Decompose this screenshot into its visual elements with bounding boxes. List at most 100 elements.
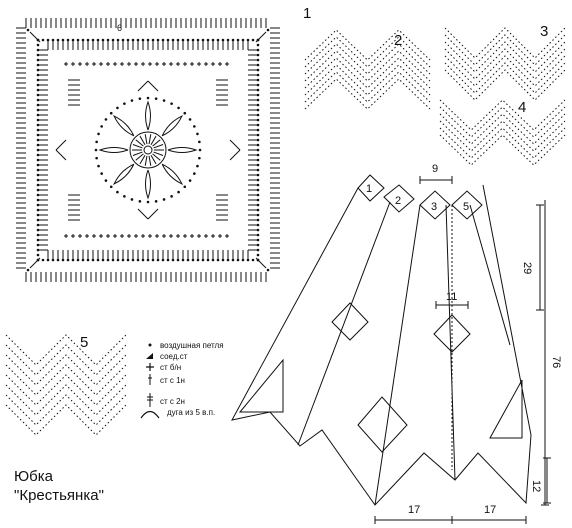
chain-dot [66,38,70,42]
plus-icon [146,363,154,371]
chain-dot [256,48,260,52]
chain-dot [36,213,40,217]
flower-ring-dot [123,195,126,198]
chain-dot [56,38,60,42]
stitch-row [439,113,566,145]
side-chevron [137,208,159,220]
chain-dot [256,93,260,97]
chain-dot [256,243,260,247]
corner-dot [26,28,30,32]
chain-dot [156,38,160,42]
chain-dot [251,258,255,262]
chain-dot [116,258,120,262]
stitch-row [5,384,127,416]
waist-diamond-1 [357,174,385,202]
chain-dot [36,218,40,222]
corner-dot [26,268,30,272]
chain-dot [201,258,205,262]
center-spoke [150,135,157,146]
flower-ring-dot [109,111,113,115]
stitch-row [304,78,431,110]
panel-seam-right [445,204,456,481]
panel-seam-left [297,201,391,446]
chevron-stroke [229,149,241,161]
flower-ring-dot [193,125,196,128]
chain-dot [36,193,40,197]
chain-dot [206,258,210,262]
chain-dot [86,38,90,42]
corner-stitch [255,257,267,269]
chain-dot [201,38,205,42]
chain-dot [226,38,230,42]
flower-ring-dot [97,132,100,136]
chevron-stroke [137,80,149,92]
chain-dot [36,148,40,152]
flower-petal [161,115,183,137]
square-motif [16,18,280,282]
chain-dot [36,163,40,167]
flower-ring-dot [188,179,192,182]
chevron-stroke [55,139,67,151]
chain-dot [36,123,40,127]
chain-dot [176,258,180,262]
chain-dot [256,148,260,152]
stitch-row [5,374,127,406]
single-crochet-bar-icon [148,374,152,385]
chain-dot [96,38,100,42]
motif-5-label: 5 [80,334,88,351]
waist-diamond-3 [419,190,451,220]
chain-dot [126,38,130,42]
flower-ring-dot [183,111,187,115]
flower-center-ring [129,131,167,169]
chain-dot [66,258,70,262]
stitch-row [444,27,566,59]
chain-dot [256,73,260,77]
chain-dot [256,203,260,207]
stitch-row [439,127,566,159]
dimension-lines [374,176,551,524]
waist-diamond-5 [451,190,483,220]
chain-dot [36,203,40,207]
hem-triangle-right [489,379,523,439]
flower-petal [113,163,135,185]
chain-dot [226,258,230,262]
dim-line-top [419,176,453,184]
chain-dot [256,138,260,142]
legend-item-dc: ст с 1н [148,374,185,385]
stitch-row [444,34,566,66]
chain-dot [136,38,140,42]
legend-text: ст б/н [160,363,181,372]
chain-dot [36,108,40,112]
flower-ring-dot [188,118,192,121]
dim-line-tooth [543,457,551,504]
chain-dot [256,118,260,122]
skirt-title: Юбка [14,468,54,485]
chain-dot [146,38,150,42]
skirt-schematic [231,174,532,506]
flower-ring-dot [138,200,142,203]
legend: воздушная петля соед.ст ст б/н ст с 1н с… [140,341,224,419]
chain-dot [36,253,40,257]
chevron-stroke [229,139,241,151]
chain-dot [36,53,40,57]
flower-ring-dot [95,140,98,144]
flower-ring-dot [116,190,119,194]
flower-petal [98,147,129,153]
chain-dot [186,258,190,262]
chain-dot [36,88,40,92]
chevron-stroke [55,149,67,161]
chain-dot [106,258,110,262]
legend-item-chain: воздушная петля [148,341,224,350]
chevron-stroke [147,80,159,92]
chain-dot [256,58,260,62]
chain-dot [196,38,200,42]
stitch-row [444,48,566,80]
flower-ring-dot [146,200,150,204]
flower-ring-dot [170,195,173,198]
legend-text: дуга из 5 в.п. [167,408,215,417]
chain-dot [256,178,260,182]
chain-dot [231,38,235,42]
motif-3-label: 3 [540,23,548,40]
flower-ring-dot [177,106,180,110]
stitch-row [444,41,566,73]
